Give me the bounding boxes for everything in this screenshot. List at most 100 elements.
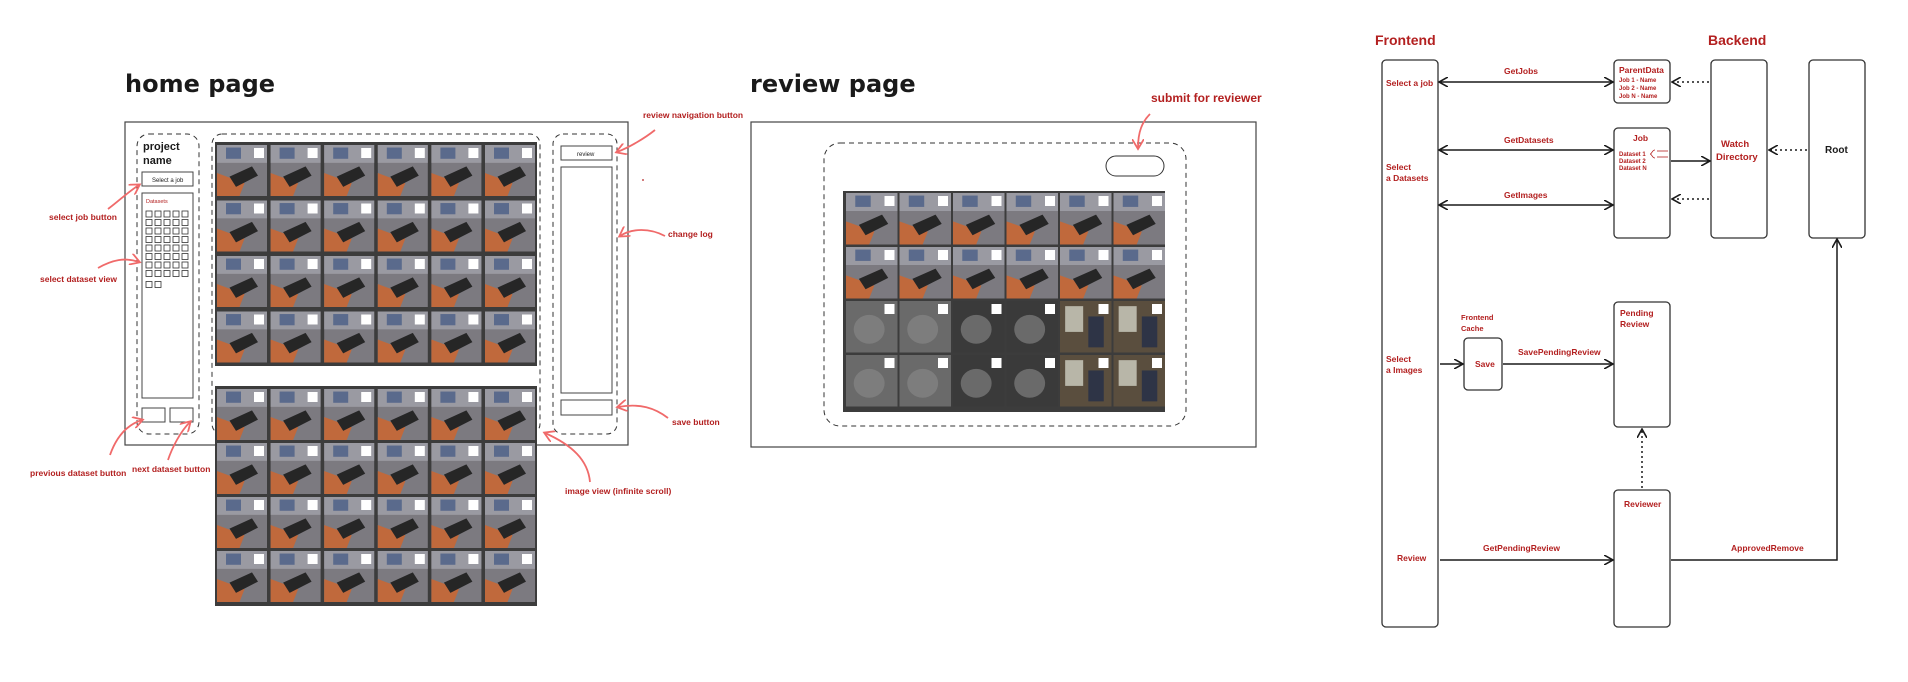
thumbnail-checkbox[interactable]	[1098, 196, 1109, 206]
dataset-checkbox[interactable]	[181, 236, 189, 243]
dataset-checkbox[interactable]	[172, 227, 180, 235]
thumbnail-checkbox[interactable]	[522, 392, 532, 402]
thumbnail-checkbox[interactable]	[938, 304, 948, 314]
dataset-checkbox[interactable]	[163, 253, 171, 260]
thumbnail-checkbox[interactable]	[254, 392, 264, 402]
dataset-checkbox[interactable]	[181, 261, 189, 269]
thumbnail-checkbox[interactable]	[1152, 358, 1162, 368]
thumbnail-checkbox[interactable]	[307, 314, 318, 325]
thumbnail-checkbox[interactable]	[522, 203, 532, 214]
thumbnail-checkbox[interactable]	[991, 250, 1002, 260]
thumbnail-checkbox[interactable]	[1098, 304, 1109, 314]
dataset-checkbox[interactable]	[181, 227, 189, 235]
dataset-checkbox[interactable]	[154, 236, 162, 243]
dataset-checkbox[interactable]	[145, 270, 153, 277]
thumbnail-checkbox[interactable]	[522, 259, 532, 269]
select-job-button[interactable]	[141, 171, 194, 187]
thumbnail-checkbox[interactable]	[254, 500, 264, 510]
thumbnail-checkbox[interactable]	[938, 196, 948, 206]
thumbnail-checkbox[interactable]	[307, 446, 318, 456]
thumbnail-checkbox[interactable]	[1098, 358, 1109, 368]
thumbnail-checkbox[interactable]	[254, 259, 264, 269]
thumbnail-checkbox[interactable]	[414, 314, 425, 325]
dataset-checkbox[interactable]	[145, 210, 153, 218]
review-nav-button[interactable]	[560, 145, 613, 161]
dataset-checkbox[interactable]	[163, 261, 171, 269]
thumbnail-checkbox[interactable]	[522, 500, 532, 510]
thumbnail-checkbox[interactable]	[307, 392, 318, 402]
dataset-checkbox[interactable]	[181, 270, 189, 277]
thumbnail-checkbox[interactable]	[361, 392, 372, 402]
thumbnail-checkbox[interactable]	[991, 196, 1002, 206]
dataset-checkbox[interactable]	[163, 270, 171, 277]
thumbnail-checkbox[interactable]	[1152, 250, 1162, 260]
dataset-checkbox[interactable]	[145, 253, 153, 260]
thumbnail-checkbox[interactable]	[884, 304, 895, 314]
home-thumbnails[interactable]	[217, 145, 535, 602]
thumbnail-checkbox[interactable]	[1045, 358, 1055, 368]
dataset-checkbox[interactable]	[163, 219, 171, 226]
thumbnail-checkbox[interactable]	[307, 500, 318, 510]
dataset-checkbox[interactable]	[172, 236, 180, 243]
dataset-checkbox[interactable]	[172, 253, 180, 260]
thumbnail-checkbox[interactable]	[254, 203, 264, 214]
dataset-checkbox[interactable]	[181, 253, 189, 260]
dataset-checkbox[interactable]	[154, 270, 162, 277]
dataset-checkbox[interactable]	[163, 210, 171, 218]
dataset-checkbox[interactable]	[154, 227, 162, 235]
dataset-checkbox[interactable]	[154, 281, 162, 288]
thumbnail-checkbox[interactable]	[468, 203, 479, 214]
thumbnail-checkbox[interactable]	[1098, 250, 1109, 260]
dataset-checkbox[interactable]	[172, 270, 180, 277]
dataset-checkbox[interactable]	[154, 210, 162, 218]
thumbnail-checkbox[interactable]	[522, 554, 532, 564]
dataset-checkbox[interactable]	[181, 244, 189, 252]
thumbnail-checkbox[interactable]	[991, 304, 1002, 314]
thumbnail-checkbox[interactable]	[414, 446, 425, 456]
dataset-list[interactable]	[141, 192, 194, 399]
thumbnail-checkbox[interactable]	[1045, 304, 1055, 314]
thumbnail-checkbox[interactable]	[468, 446, 479, 456]
thumbnail-checkbox[interactable]	[1152, 304, 1162, 314]
dataset-checkbox[interactable]	[145, 219, 153, 226]
thumbnail-checkbox[interactable]	[307, 203, 318, 214]
dataset-checkbox[interactable]	[145, 236, 153, 243]
thumbnail-checkbox[interactable]	[361, 500, 372, 510]
thumbnail-checkbox[interactable]	[938, 250, 948, 260]
thumbnail-checkbox[interactable]	[1152, 196, 1162, 206]
dataset-checkbox[interactable]	[172, 261, 180, 269]
dataset-checkbox[interactable]	[163, 236, 171, 243]
dataset-checkbox[interactable]	[181, 219, 189, 226]
dataset-checkbox[interactable]	[145, 261, 153, 269]
thumbnail-checkbox[interactable]	[884, 196, 895, 206]
thumbnail-checkbox[interactable]	[307, 259, 318, 269]
thumbnail-checkbox[interactable]	[468, 148, 479, 158]
dataset-checkbox[interactable]	[145, 244, 153, 252]
dataset-checkbox[interactable]	[154, 244, 162, 252]
dataset-checkbox[interactable]	[154, 253, 162, 260]
thumbnail-checkbox[interactable]	[361, 314, 372, 325]
thumbnail-checkbox[interactable]	[361, 148, 372, 158]
thumbnail-checkbox[interactable]	[1045, 250, 1055, 260]
thumbnail-checkbox[interactable]	[361, 554, 372, 564]
thumbnail-checkbox[interactable]	[414, 203, 425, 214]
thumbnail-checkbox[interactable]	[307, 554, 318, 564]
thumbnail-checkbox[interactable]	[361, 446, 372, 456]
thumbnail-checkbox[interactable]	[361, 203, 372, 214]
thumbnail-checkbox[interactable]	[1045, 196, 1055, 206]
review-thumbnails[interactable]	[846, 193, 1165, 407]
thumbnail-checkbox[interactable]	[254, 446, 264, 456]
thumbnail-checkbox[interactable]	[414, 259, 425, 269]
next-dataset-button[interactable]	[169, 407, 194, 423]
save-button[interactable]	[560, 399, 613, 416]
thumbnail-checkbox[interactable]	[254, 314, 264, 325]
dataset-checkbox[interactable]	[181, 210, 189, 218]
previous-dataset-button[interactable]	[141, 407, 166, 423]
thumbnail-checkbox[interactable]	[468, 259, 479, 269]
dataset-checkbox[interactable]	[145, 281, 153, 288]
dataset-checkbox-grid[interactable]	[145, 210, 189, 288]
thumbnail-checkbox[interactable]	[522, 314, 532, 325]
thumbnail-checkbox[interactable]	[361, 259, 372, 269]
thumbnail-checkbox[interactable]	[522, 446, 532, 456]
dataset-checkbox[interactable]	[163, 227, 171, 235]
